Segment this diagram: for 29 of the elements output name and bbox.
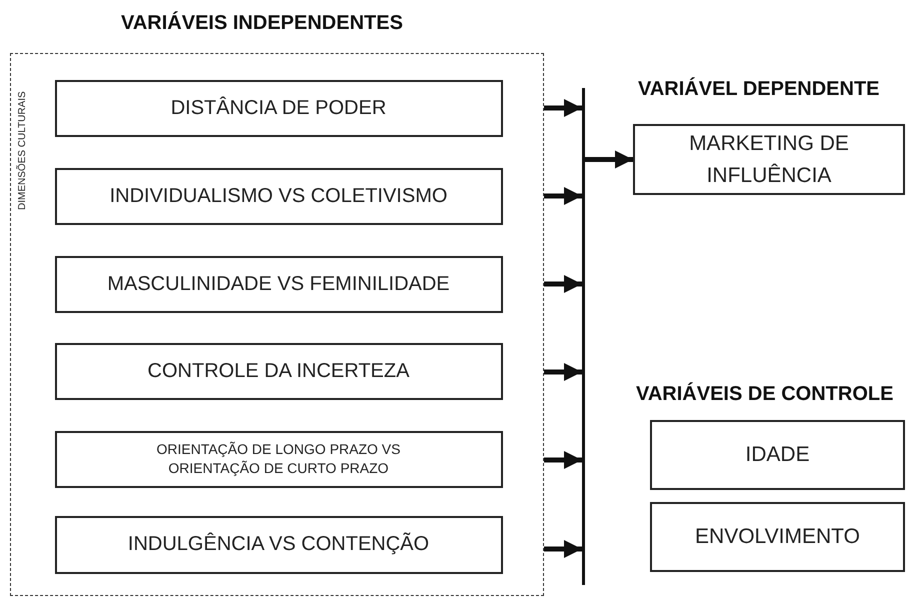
variable-box: [650, 502, 905, 572]
box-text: MASCULINIDADE VS FEMINILIDADE: [106, 272, 451, 296]
variable-box: [54, 168, 502, 224]
group-heading: VARIÁVEIS INDEPENDENTES: [121, 12, 403, 35]
box-text: ORIENTAÇÃO DE LONGO PRAZO VS ORIENTAÇÃO DE CURTO PRAZO: [155, 440, 402, 478]
variable-box: [54, 256, 502, 312]
arrow: [544, 275, 582, 293]
box-text: INDULGÊNCIA VS CONTENÇÃO: [126, 532, 430, 557]
variable-box: [54, 430, 502, 488]
arrow: [544, 451, 582, 469]
section-heading: VARIÁVEIS DE CONTROLE: [636, 383, 894, 406]
arrow: [544, 540, 582, 558]
box-text: CONTROLE DA INCERTEZA: [146, 358, 410, 384]
box-text: MARKETING DE INFLUÊNCIA: [688, 131, 850, 188]
arrow: [544, 99, 582, 117]
box-text: INDIVIDUALISMO VS COLETIVISMO: [108, 184, 448, 208]
variable-box: [54, 342, 502, 400]
box-text: IDADE: [744, 442, 811, 468]
box-text: ENVOLVIMENTO: [694, 524, 861, 550]
variable-box: [54, 80, 502, 136]
vertical-bar: [582, 88, 585, 585]
arrow: [544, 363, 582, 381]
arrow: [544, 187, 582, 205]
vertical-label: DIMENSÕES CULTURAIS: [17, 91, 28, 210]
arrow: [585, 150, 633, 168]
section-heading: VARIÁVEL DEPENDENTE: [638, 76, 880, 102]
box-text: DISTÂNCIA DE PODER: [170, 96, 388, 120]
variable-box: [54, 516, 502, 574]
variable-box: [650, 420, 905, 490]
